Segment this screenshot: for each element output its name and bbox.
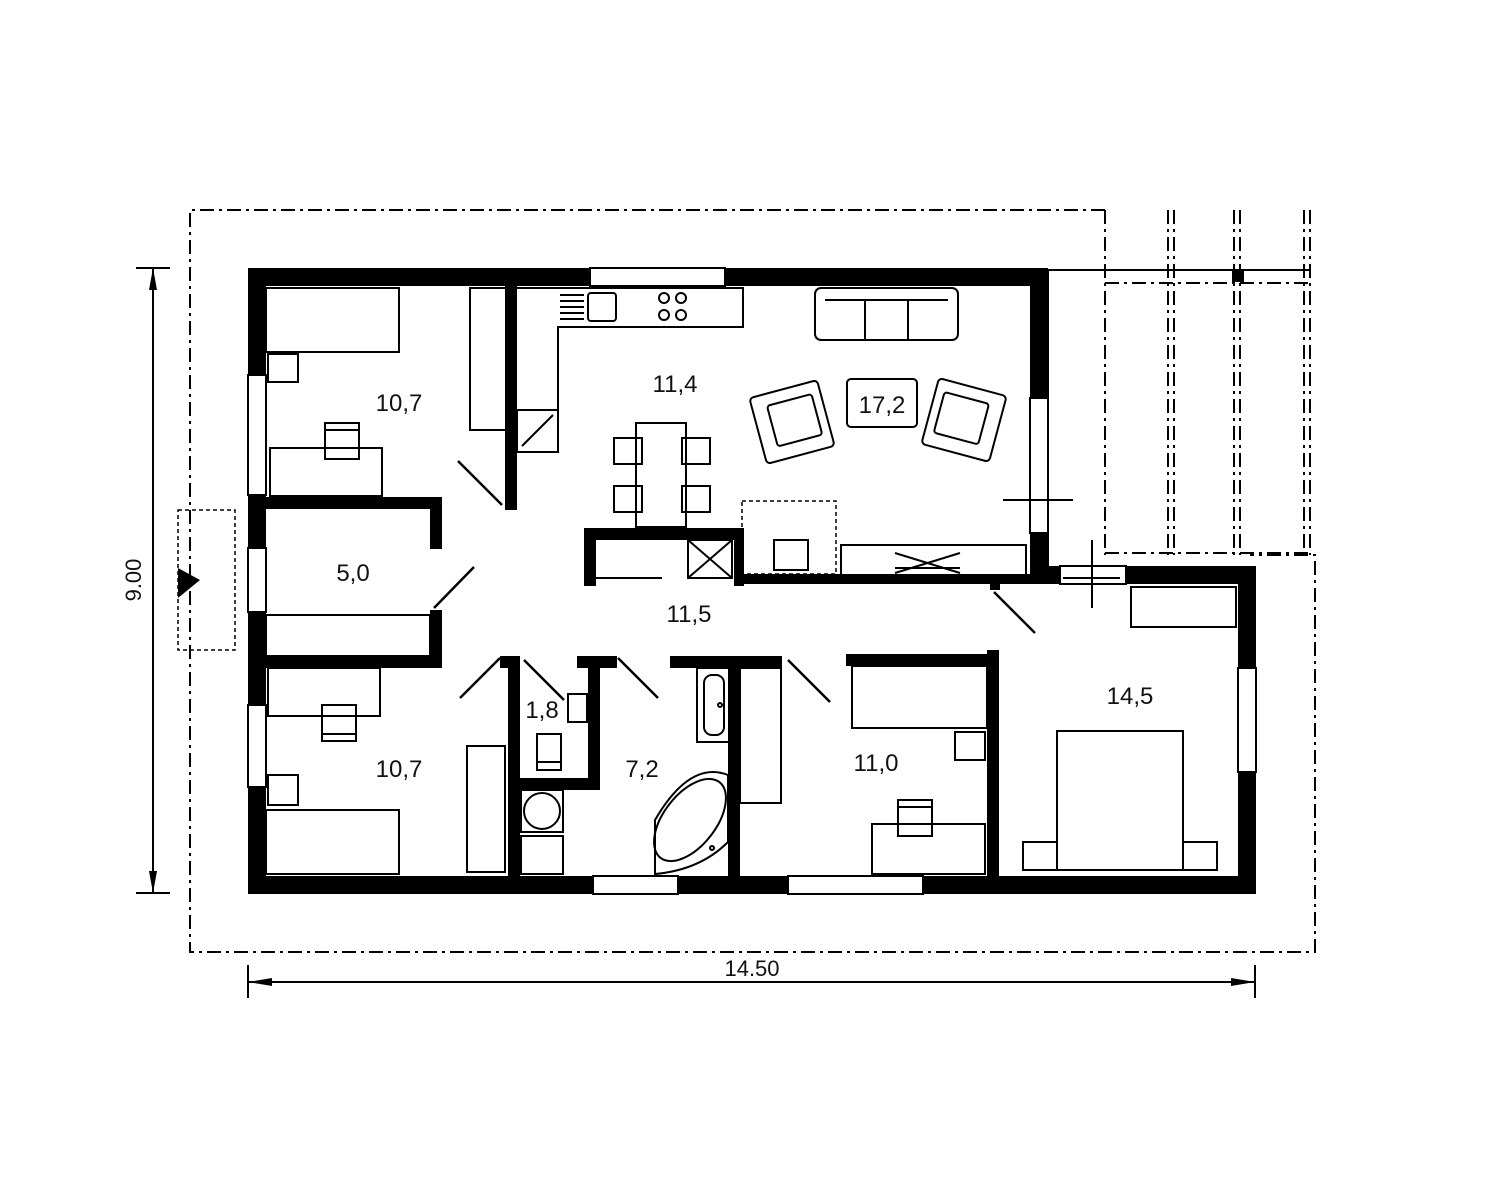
dimension-lines: [136, 267, 1256, 998]
furniture: [265, 287, 1237, 876]
room-area-living-room: 17,2: [859, 392, 906, 419]
pergola: [1047, 210, 1311, 568]
room-area-kitchen: 11,4: [653, 371, 698, 398]
overall-width-label: 14.50: [724, 956, 779, 981]
room-area-wc: 1,8: [525, 697, 558, 724]
room-area-bathroom: 7,2: [625, 756, 658, 783]
room-area-storage: 5,0: [336, 560, 369, 587]
overall-depth-label: 9.00: [121, 559, 146, 602]
entrance-marker: [177, 509, 236, 651]
room-area-bedroom-bottom-left: 10,7: [376, 756, 423, 783]
room-area-master-bedroom: 14,5: [1107, 683, 1154, 710]
doors: [433, 460, 1120, 703]
room-area-bedroom-middle: 11,0: [854, 750, 899, 777]
room-area-hall: 11,5: [667, 601, 712, 628]
room-area-bedroom-top-left: 10,7: [376, 390, 423, 417]
